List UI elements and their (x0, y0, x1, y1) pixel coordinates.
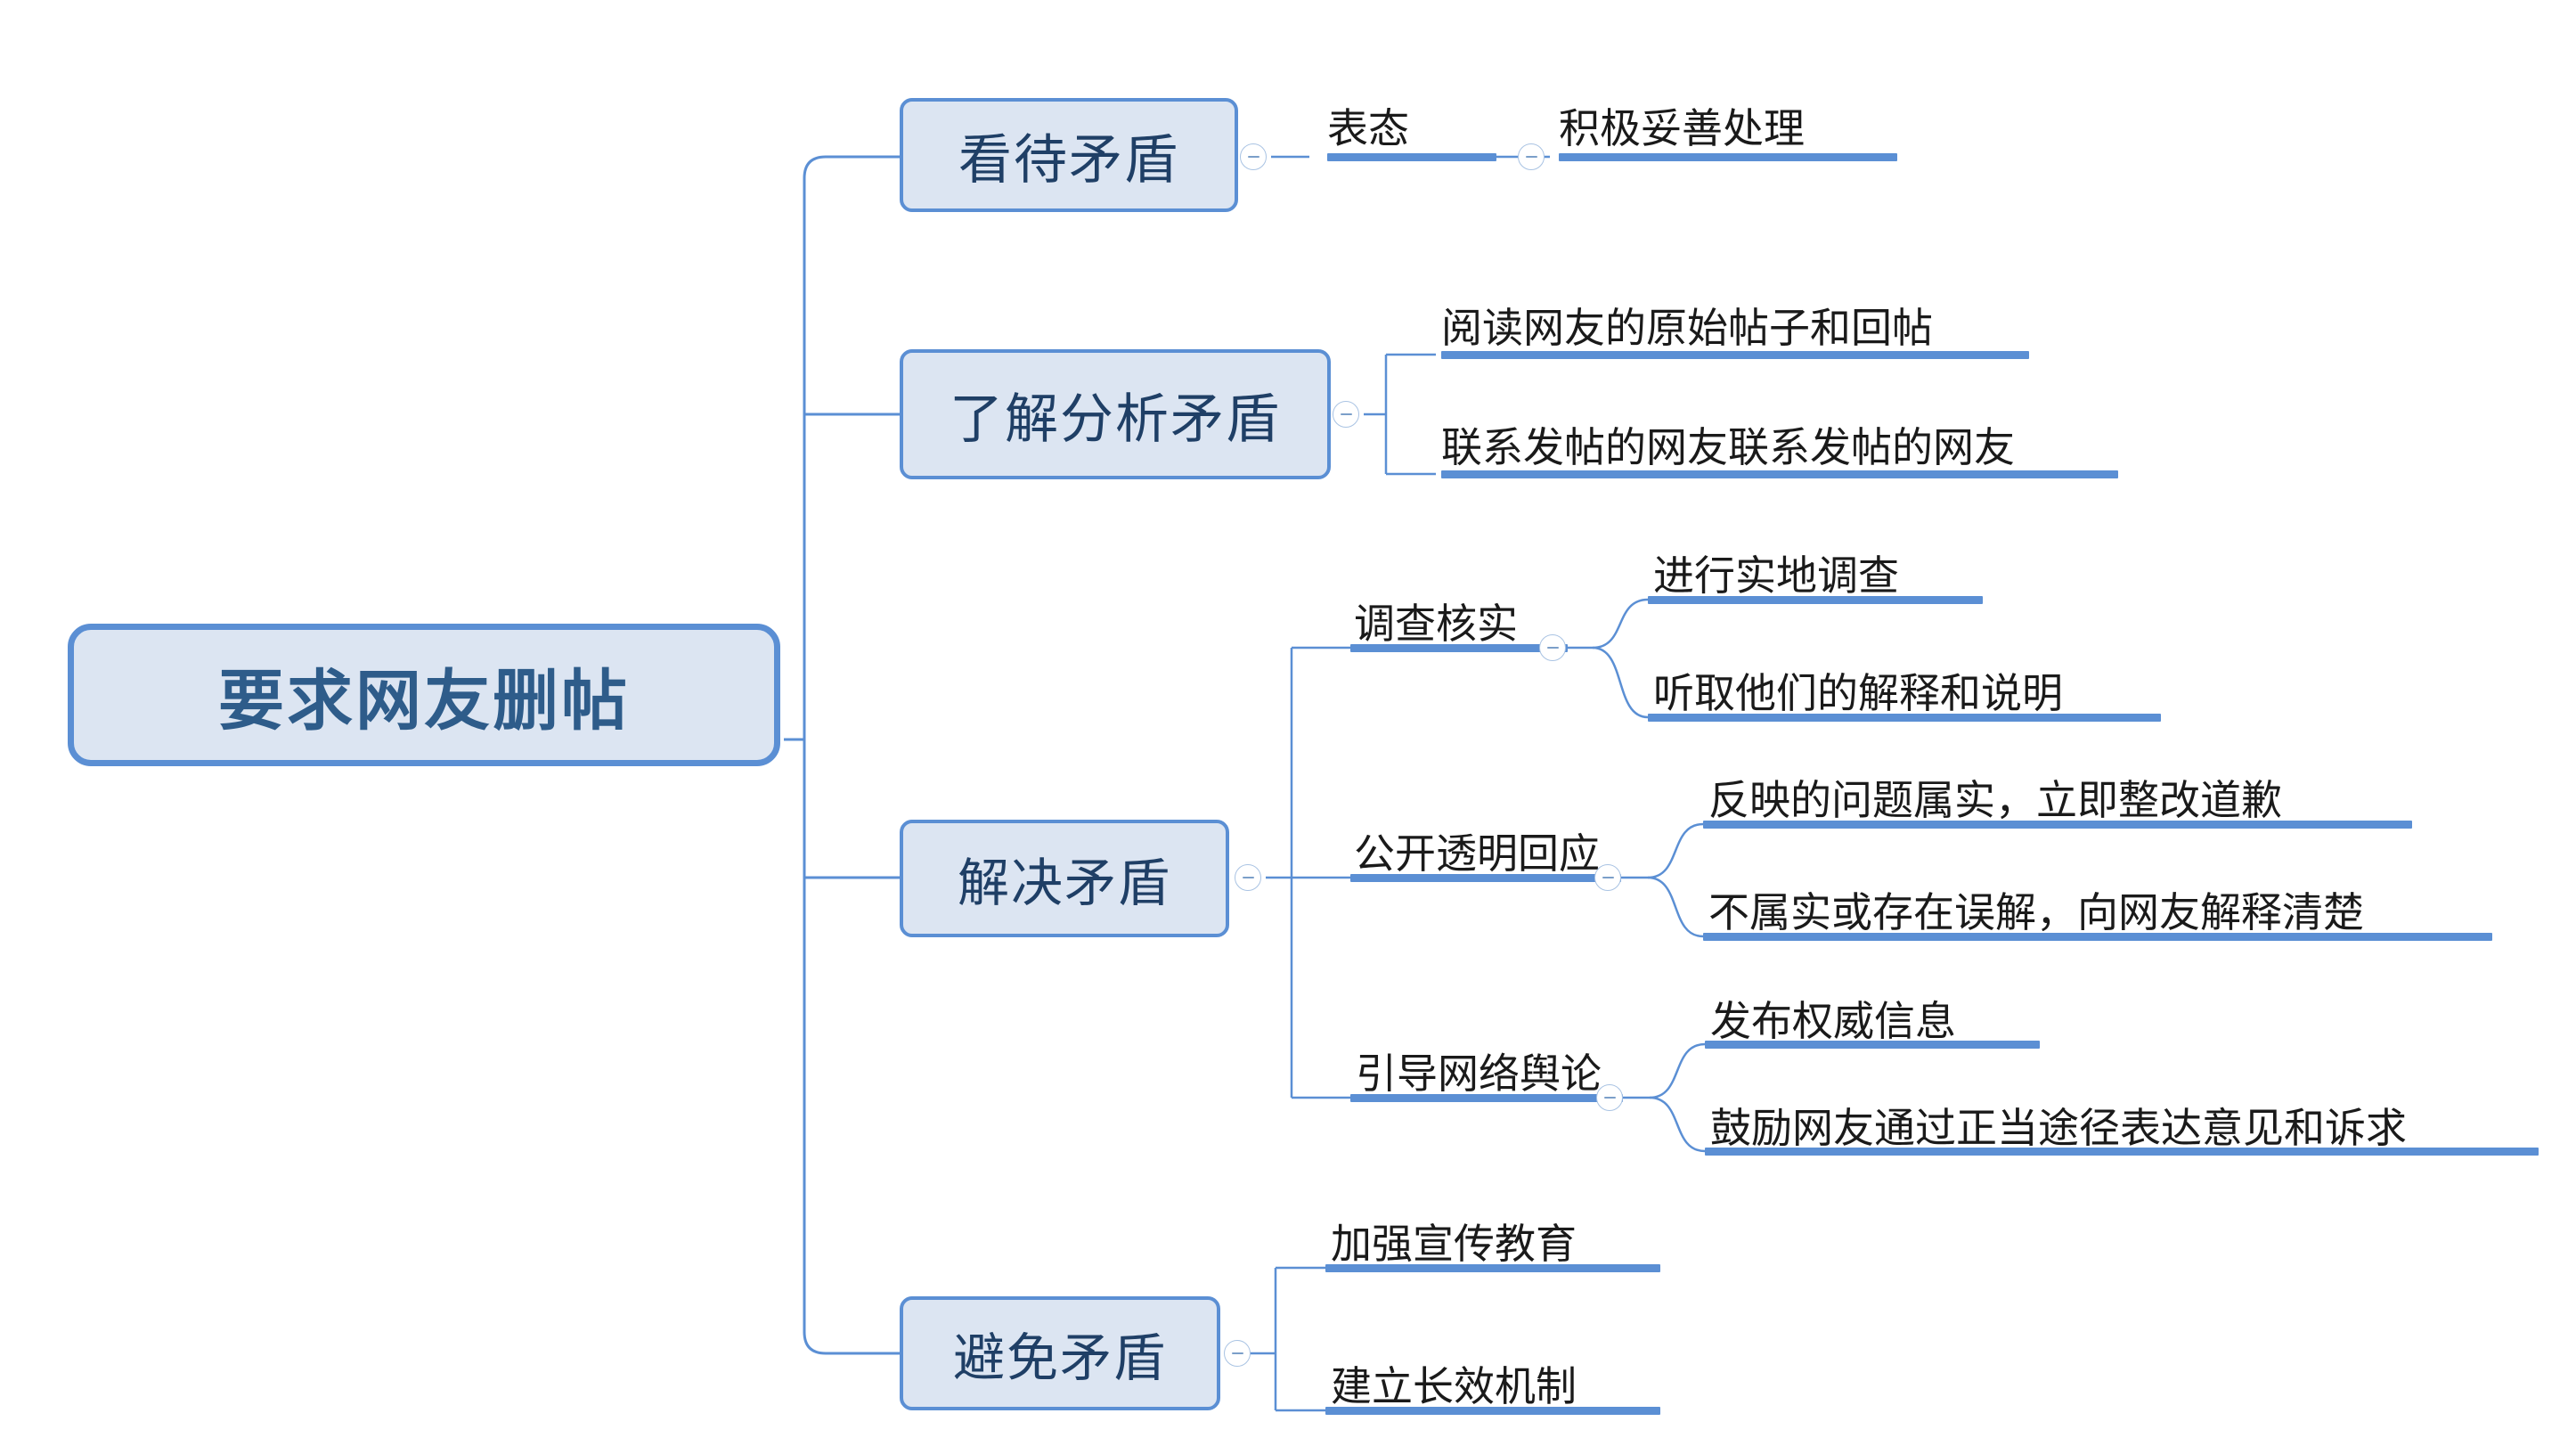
collapse-toggle-jiejue-maodun[interactable] (1235, 864, 1261, 891)
leaf-underline (1441, 470, 2118, 478)
leaf-node-label: 建立长效机制 (1331, 1362, 1577, 1409)
minus-icon (1603, 1097, 1616, 1099)
minus-icon (1525, 156, 1537, 158)
leaf-node-label: 联系发帖的网友联系发帖的网友 (1441, 423, 2015, 470)
leaf-node-label: 阅读网友的原始帖子和回帖 (1441, 304, 1933, 351)
leaf-node-guli-wangyou-zhengdang-tujing[interactable]: 鼓励网友通过正当途径表达意见和诉求 (1710, 1085, 2539, 1155)
leaf-underline (1703, 821, 2412, 829)
leaf-underline (1441, 351, 2029, 359)
leaf-node-label: 引导网络舆论 (1356, 1050, 1602, 1097)
minus-icon (1231, 1352, 1243, 1354)
branch-node-bimian-maodun[interactable]: 避免矛盾 (900, 1296, 1220, 1410)
branch-node-label: 解决矛盾 (957, 854, 1171, 912)
leaf-node-fanying-wenti-shushi[interactable]: 反映的问题属实，立即整改道歉 (1708, 757, 2412, 827)
leaf-node-gongkai-touming-huiying[interactable]: 公开透明回应 (1354, 809, 1621, 880)
branch-node-label: 避免矛盾 (952, 1329, 1167, 1387)
leaf-node-label: 积极妥善处理 (1559, 104, 1805, 151)
leaf-node-biaotai[interactable]: 表态 (1327, 82, 1496, 155)
leaf-node-fabu-quanwei-xinxi[interactable]: 发布权威信息 (1710, 978, 2040, 1048)
collapse-toggle-diaocha-heshi[interactable] (1539, 634, 1566, 661)
minus-icon (1546, 647, 1559, 649)
leaf-node-jinxing-shidi-diaocha[interactable]: 进行实地调查 (1653, 533, 1983, 602)
leaf-underline (1648, 596, 1983, 604)
branch-node-label: 了解分析矛盾 (950, 388, 1281, 449)
branch-node-label: 看待矛盾 (958, 129, 1179, 190)
leaf-underline (1350, 1094, 1623, 1102)
leaf-node-diaocha-heshi[interactable]: 调查核实 (1354, 579, 1568, 650)
leaf-node-label: 反映的问题属实，立即整改道歉 (1708, 776, 2282, 823)
leaf-node-label: 发布权威信息 (1710, 997, 1956, 1044)
branch-node-liaojie-fenxi-maodun[interactable]: 了解分析矛盾 (900, 349, 1331, 479)
leaf-underline (1325, 1407, 1660, 1415)
leaf-underline (1350, 644, 1568, 652)
leaf-node-yindao-wangluo-yulun[interactable]: 引导网络舆论 (1356, 1029, 1623, 1100)
minus-icon (1242, 877, 1254, 878)
root-node-label: 要求网友删帖 (218, 663, 630, 738)
minus-icon (1247, 156, 1259, 158)
collapse-toggle-biaotai[interactable] (1518, 143, 1545, 170)
leaf-underline (1559, 153, 1897, 161)
minus-icon (1602, 877, 1614, 878)
leaf-node-jianli-changxiao-jizhi[interactable]: 建立长效机制 (1331, 1344, 1660, 1413)
leaf-node-label: 加强宣传教育 (1331, 1220, 1577, 1267)
leaf-underline (1325, 1264, 1660, 1272)
leaf-underline (1648, 714, 2161, 722)
branch-node-kandai-maodun[interactable]: 看待矛盾 (900, 98, 1238, 212)
leaf-node-label: 调查核实 (1354, 600, 1518, 647)
leaf-node-label: 鼓励网友通过正当途径表达意见和诉求 (1710, 1104, 2407, 1151)
leaf-node-label: 进行实地调查 (1653, 551, 1899, 599)
collapse-toggle-gongkai-touming-huiying[interactable] (1594, 864, 1621, 891)
leaf-node-tingqu-jieshi-shuoming[interactable]: 听取他们的解释和说明 (1653, 650, 2161, 720)
leaf-node-jiji-tuoshan-chuli[interactable]: 积极妥善处理 (1559, 82, 1897, 155)
root-node[interactable]: 要求网友删帖 (68, 624, 780, 766)
leaf-underline (1705, 1148, 2539, 1156)
collapse-toggle-bimian-maodun[interactable] (1224, 1340, 1251, 1367)
leaf-underline (1703, 933, 2492, 941)
collapse-toggle-liaojie-fenxi-maodun[interactable] (1333, 401, 1359, 428)
leaf-node-label: 听取他们的解释和说明 (1653, 669, 2063, 716)
leaf-node-lianxi-fatie-wangyou[interactable]: 联系发帖的网友联系发帖的网友 (1441, 403, 2118, 474)
collapse-toggle-kandai-maodun[interactable] (1240, 143, 1267, 170)
leaf-underline (1327, 153, 1496, 161)
leaf-node-bushushi-huo-wujie[interactable]: 不属实或存在误解，向网友解释清楚 (1708, 870, 2492, 939)
collapse-toggle-yindao-wangluo-yulun[interactable] (1596, 1084, 1623, 1111)
leaf-node-jiaqiang-xuanchuan-jiaoyu[interactable]: 加强宣传教育 (1331, 1201, 1660, 1270)
leaf-underline (1705, 1041, 2040, 1049)
leaf-node-yuedu-yuanshi-tiezi[interactable]: 阅读网友的原始帖子和回帖 (1441, 283, 2029, 355)
leaf-node-label: 表态 (1327, 104, 1409, 151)
branch-node-jiejue-maodun[interactable]: 解决矛盾 (900, 820, 1229, 937)
leaf-underline (1350, 874, 1621, 882)
minus-icon (1340, 413, 1352, 415)
leaf-node-label: 不属实或存在误解，向网友解释清楚 (1708, 888, 2364, 935)
leaf-node-label: 公开透明回应 (1354, 829, 1600, 877)
